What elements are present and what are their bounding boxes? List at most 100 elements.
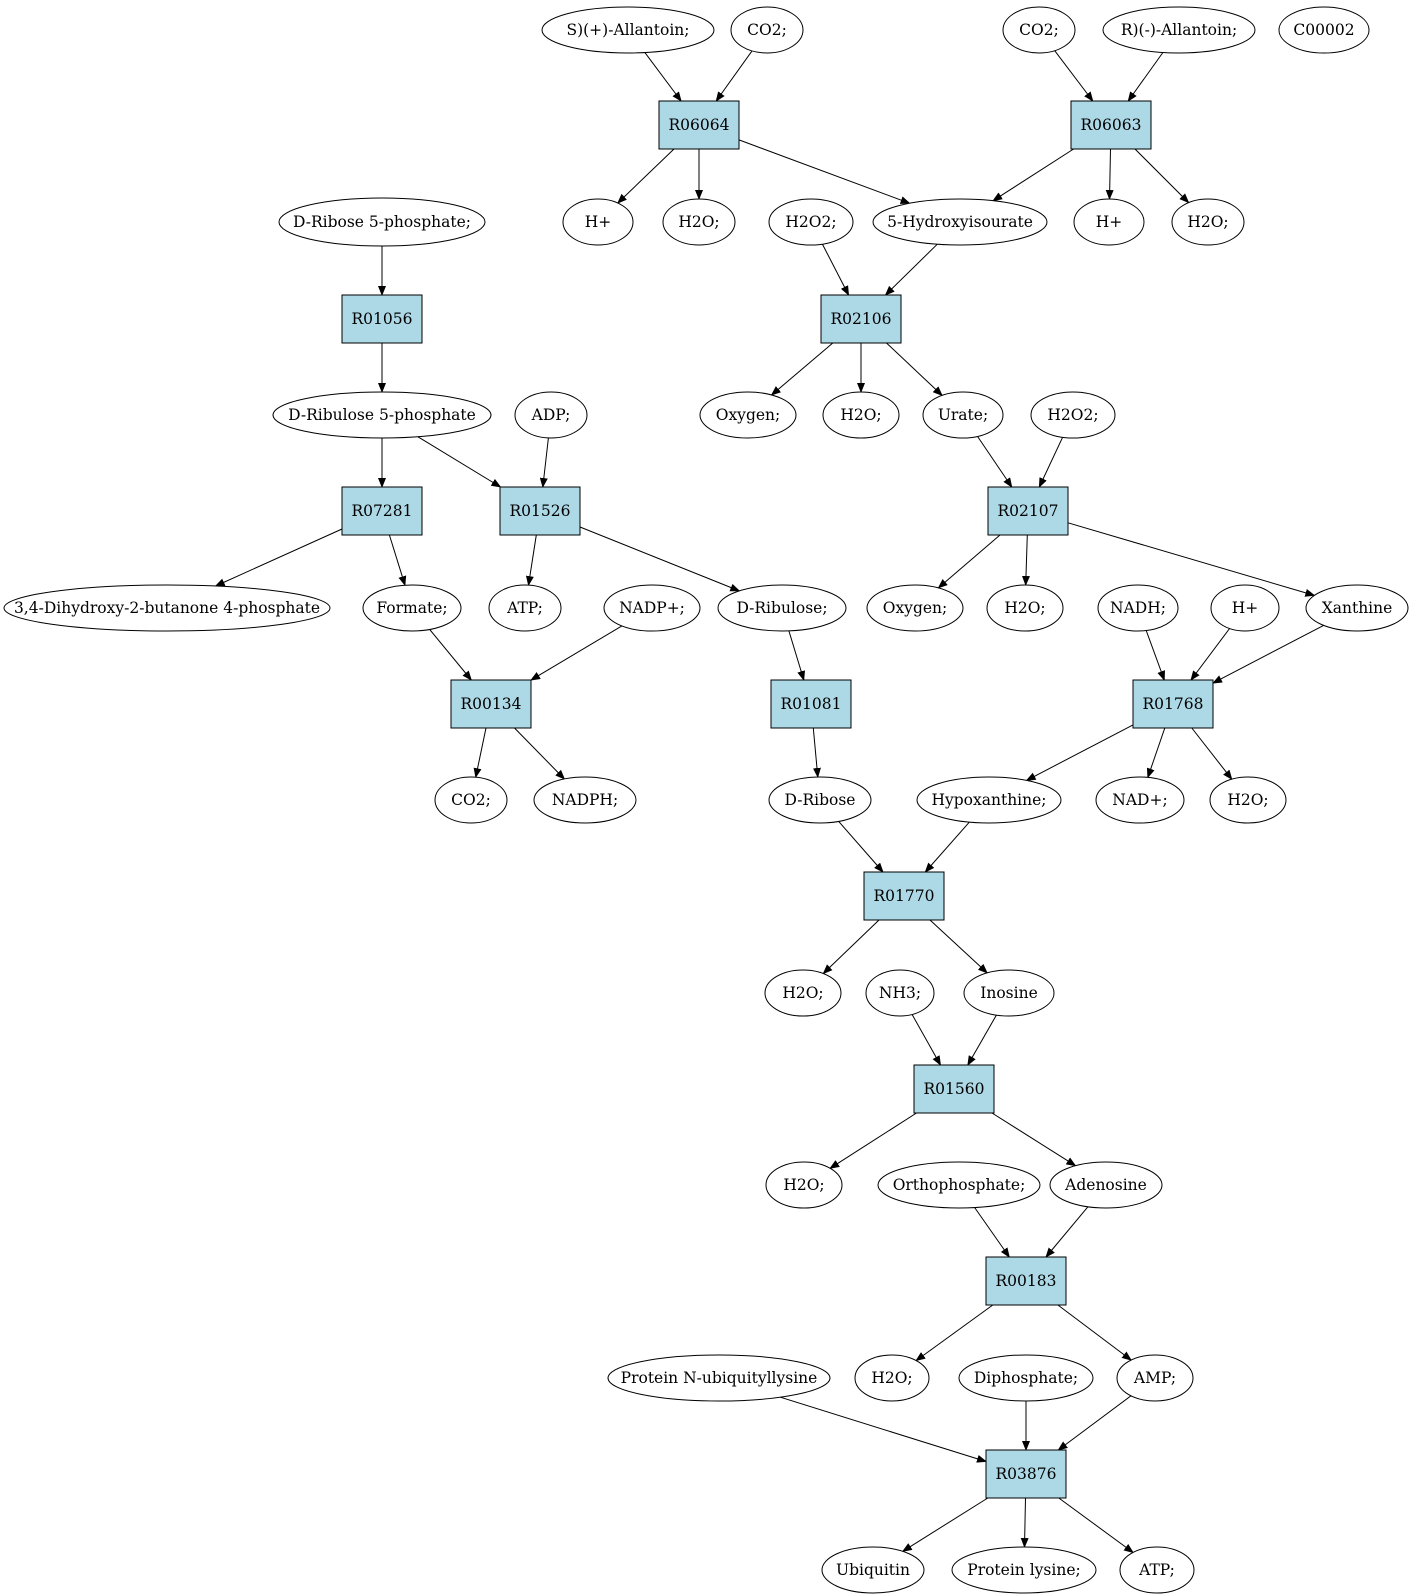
reaction-node-r_R02107: R02107: [987, 486, 1069, 536]
reaction-node-r_R06063: R06063: [1070, 100, 1152, 150]
edge-r_R07281-to-c_dhbp: [214, 528, 343, 587]
compound-node-c_dribulose: D-Ribulose;: [717, 584, 847, 632]
edge-c_co2_a-to-r_R06064: [715, 50, 753, 102]
node-label: R06064: [669, 116, 730, 134]
node-label: Ubiquitin: [836, 1561, 910, 1579]
compound-ellipse: [872, 198, 1048, 246]
node-label: R03876: [996, 1465, 1057, 1483]
edge-r_R03876-to-c_ubiquitin: [901, 1497, 989, 1552]
compound-node-c_nh3: NH3;: [865, 969, 935, 1017]
edge-c_inosine-to-r_R01560: [967, 1014, 997, 1066]
node-label: R01560: [924, 1080, 985, 1098]
compound-node-c_h2o_b: H2O;: [1171, 198, 1245, 246]
edge-r_R01081-to-c_dribose: [812, 727, 821, 778]
compound-node-c_h2o_e: H2O;: [1209, 776, 1287, 824]
reaction-node-r_R01526: R01526: [499, 486, 581, 536]
node-label: R02106: [831, 310, 892, 328]
reaction-node-r_R01056: R01056: [341, 294, 423, 344]
compound-node-c_sallantoin: S)(+)-Allantoin;: [541, 6, 715, 54]
node-label: ATP;: [506, 599, 543, 617]
compound-ellipse: [866, 584, 964, 632]
compound-node-c_co2_c: CO2;: [434, 776, 508, 824]
edge-r_R02107-to-c_h2o_d: [1021, 534, 1030, 586]
node-label: Inosine: [980, 984, 1038, 1002]
compound-node-c_atp_b: ATP;: [1119, 1546, 1195, 1594]
node-label: CO2;: [747, 21, 787, 39]
node-label: 5-Hydroxyisourate: [887, 213, 1033, 231]
compound-node-c_oxygen_b: Oxygen;: [866, 584, 964, 632]
node-label: R)(-)-Allantoin;: [1121, 21, 1237, 39]
compound-ellipse: [916, 776, 1062, 824]
edge-c_h2o2_b-to-r_R02107: [1038, 437, 1064, 488]
compound-ellipse: [3, 584, 331, 632]
compound-node-c_orthophosphate: Orthophosphate;: [877, 1161, 1041, 1209]
node-label: NAD+;: [1112, 791, 1167, 809]
reaction-box: [341, 486, 423, 536]
reaction-node-r_R02106: R02106: [820, 294, 902, 344]
compound-node-c_hplus_b: H+: [1073, 198, 1145, 246]
compound-ellipse: [603, 584, 701, 632]
edge-r_R01560-to-c_adenosine: [991, 1112, 1077, 1167]
compound-ellipse: [1278, 6, 1370, 54]
edge-r_R02107-to-c_xanthine: [1067, 522, 1316, 597]
compound-ellipse: [533, 776, 637, 824]
node-label: AMP;: [1133, 1369, 1176, 1387]
compound-node-c_nadph: NADPH;: [533, 776, 637, 824]
reaction-box: [1070, 100, 1152, 150]
node-label: NH3;: [879, 984, 921, 1002]
compound-ellipse: [1116, 1354, 1194, 1402]
compound-ellipse: [768, 776, 872, 824]
reaction-node-r_R01081: R01081: [770, 679, 852, 729]
compound-ellipse: [362, 584, 462, 632]
compound-node-c_oxygen_a: Oxygen;: [699, 391, 797, 439]
node-label: Oxygen;: [716, 406, 781, 424]
compound-ellipse: [272, 391, 492, 439]
node-label: NADH;: [1110, 599, 1166, 617]
edge-c_hplus_c-to-r_R01768: [1190, 628, 1231, 681]
edge-r_R06064-to-c_hplus_a: [617, 148, 675, 204]
edge-c_5hiu-to-r_R02106: [884, 243, 938, 296]
edge-r_R00134-to-c_co2_c: [473, 727, 487, 779]
edge-r_R03876-to-c_atp_b: [1058, 1497, 1134, 1554]
node-label: CO2;: [451, 791, 491, 809]
edge-c_adenosine-to-r_R00183: [1045, 1206, 1089, 1258]
compound-node-c_h2o2_b: H2O2;: [1030, 391, 1116, 439]
compound-ellipse: [562, 198, 634, 246]
reaction-box: [658, 100, 740, 150]
compound-ellipse: [951, 1546, 1097, 1594]
reaction-node-r_R06064: R06064: [658, 100, 740, 150]
edge-c_sallantoin-to-r_R06064: [644, 52, 682, 102]
compound-node-c_inosine: Inosine: [963, 969, 1055, 1017]
compound-node-c_xanthine: Xanthine: [1305, 584, 1409, 632]
node-label: H2O;: [782, 984, 823, 1002]
compound-ellipse: [1049, 1161, 1163, 1209]
edge-c_rallantoin-to-r_R06063: [1127, 52, 1164, 102]
node-label: H2O2;: [785, 213, 836, 231]
compound-ellipse: [958, 1354, 1094, 1402]
compound-node-c_h2o_f: H2O;: [764, 969, 842, 1017]
compound-ellipse: [986, 584, 1064, 632]
edge-r_R01526-to-c_atp_a: [525, 534, 537, 587]
edge-r_R01768-to-c_h2o_e: [1191, 727, 1233, 780]
edge-c_nh3-to-r_R01560: [911, 1014, 941, 1066]
edge-c_protein_ub_lys-to-r_R03876: [780, 1396, 987, 1463]
nodes-layer: S)(+)-Allantoin; CO2; CO2; R)(-)-Allantoin;…: [3, 6, 1409, 1594]
compound-node-c_protein_lysine: Protein lysine;: [951, 1546, 1097, 1594]
compound-node-c_h2o2_a: H2O2;: [768, 198, 854, 246]
node-label: Urate;: [938, 406, 988, 424]
reaction-box: [1132, 679, 1214, 729]
node-label: R02107: [998, 502, 1059, 520]
edge-c_adp-to-r_R01526: [539, 437, 549, 488]
edge-r_R00134-to-c_nadph: [514, 727, 566, 780]
compound-node-c_co2_b: CO2;: [1002, 6, 1076, 54]
compound-ellipse: [1171, 198, 1245, 246]
edge-c_xanthine-to-r_R01768: [1212, 624, 1324, 684]
compound-node-c_atp_a: ATP;: [488, 584, 562, 632]
compound-node-c_h2o_a: H2O;: [662, 198, 736, 246]
compound-node-c_formate: Formate;: [362, 584, 462, 632]
reaction-box: [863, 871, 945, 921]
compound-ellipse: [1102, 6, 1256, 54]
compound-node-c_dribulose5p: D-Ribulose 5-phosphate: [272, 391, 492, 439]
node-label: 3,4-Dihydroxy-2-butanone 4-phosphate: [14, 599, 320, 617]
edge-c_dribose-to-r_R01770: [838, 821, 884, 873]
